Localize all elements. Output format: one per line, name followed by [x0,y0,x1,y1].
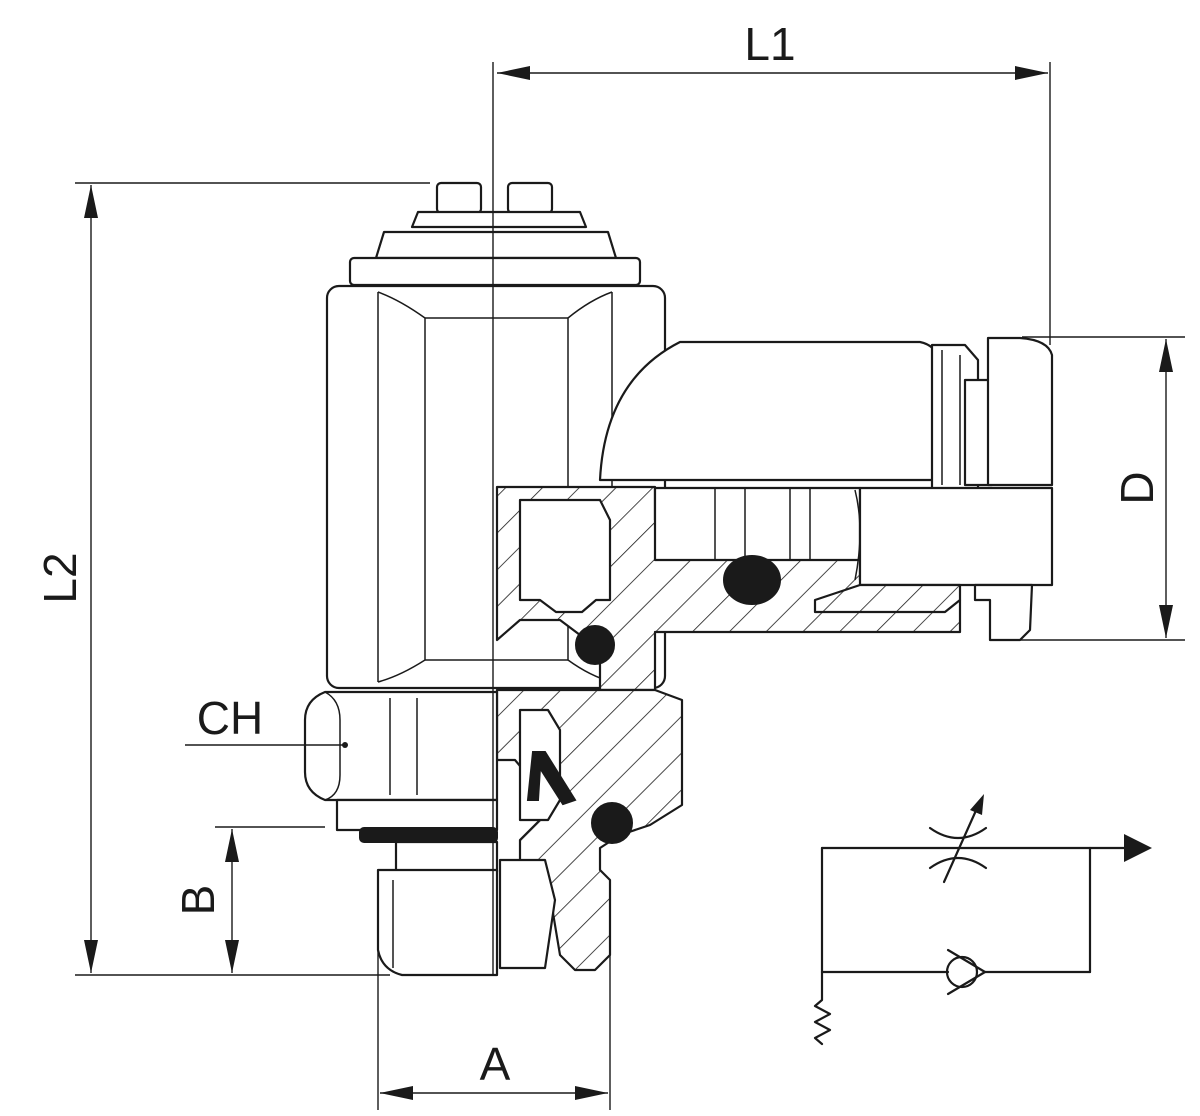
flow-control-symbol [813,794,1152,1046]
lower-hex-nut [303,690,499,843]
dimension-a: A [377,935,611,1110]
label-b: B [172,885,224,916]
o-rings [575,555,781,844]
dimension-ch: CH [185,692,348,748]
section-view [495,485,1054,972]
threaded-stem [376,840,499,977]
label-l1: L1 [744,18,795,70]
dimension-d: D [1015,336,1185,641]
label-ch: CH [197,692,263,744]
label-l2: L2 [34,552,86,603]
label-d: D [1111,471,1163,504]
adjustment-screw [348,181,642,287]
outlet-arm [598,336,1054,492]
dimension-l2: L2 [34,182,430,976]
label-a: A [480,1038,511,1090]
dimension-l1: L1 [497,18,1051,345]
dimension-b: B [172,826,325,973]
